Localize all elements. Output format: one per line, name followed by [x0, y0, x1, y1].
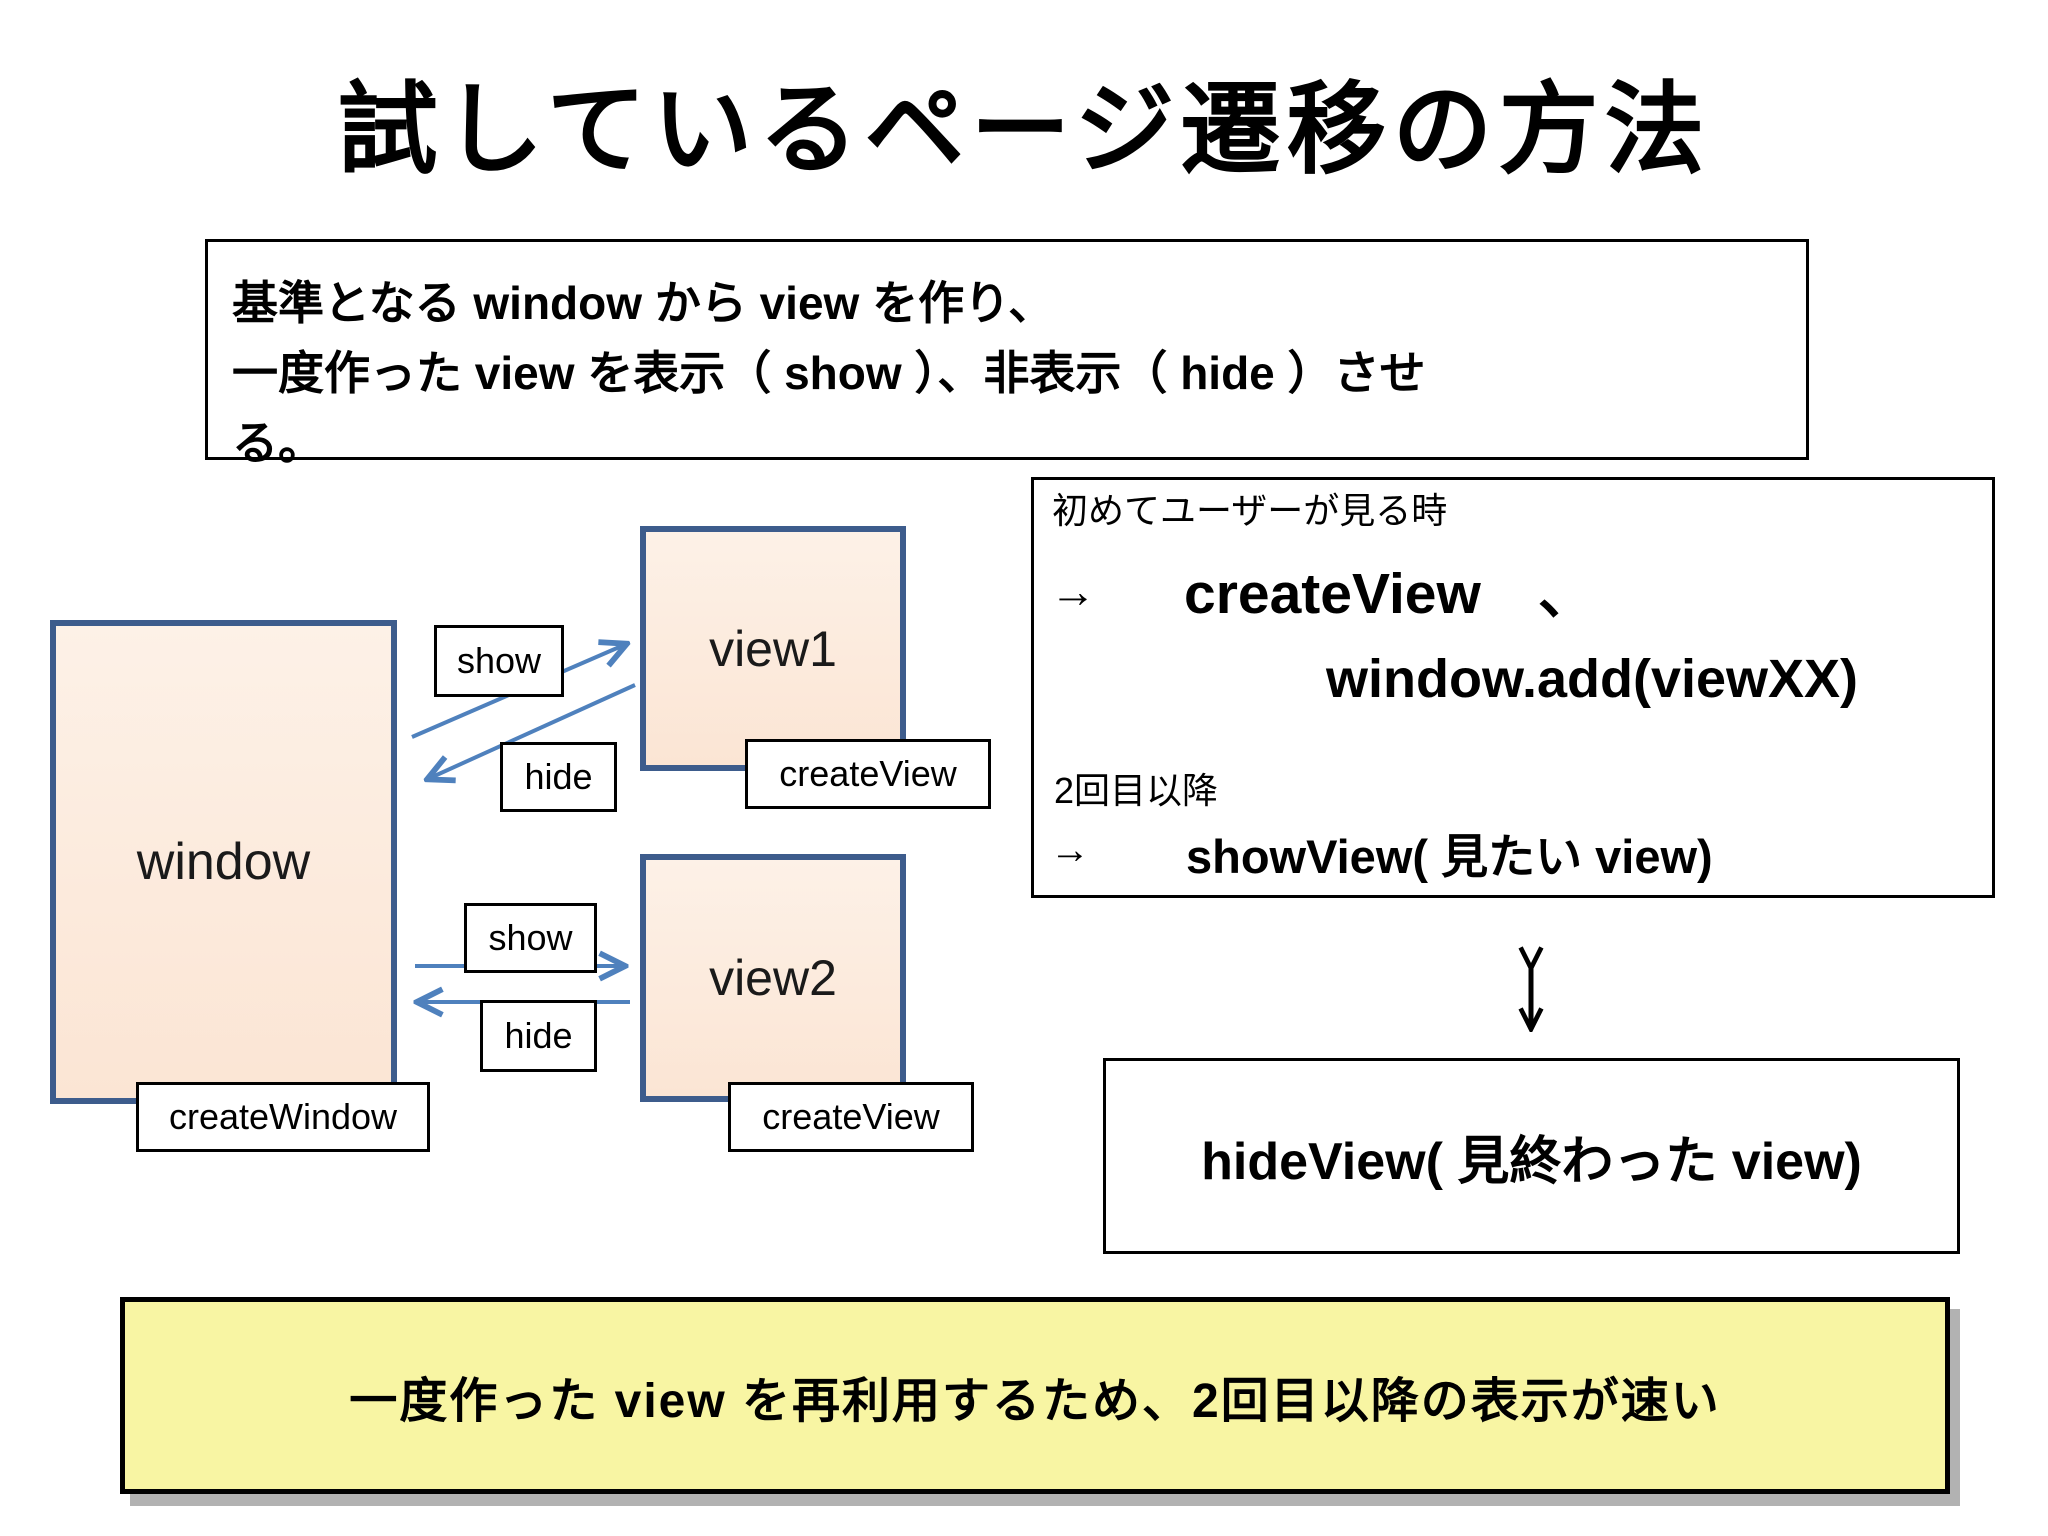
- page-title: 試しているページ遷移の方法: [337, 74, 1711, 186]
- intro-line-3: る。: [232, 417, 324, 469]
- hide-view-box: hideView( 見終わった view): [1103, 1058, 1960, 1254]
- first-view-flow-box: 初めてユーザーが見る時 → createView 、 window.add(vi…: [1031, 477, 1995, 898]
- create-view-call: createView 、: [1184, 562, 1595, 626]
- window-add-call: window.add(viewXX): [1326, 649, 1859, 709]
- create-view1-tag: createView: [745, 739, 991, 809]
- first-time-heading: 初めてユーザーが見る時: [1052, 490, 1448, 531]
- second-time-heading: 2回目以降: [1054, 770, 1219, 811]
- arrow-bullet-icon: →: [1050, 828, 1090, 872]
- intro-line-1: 基準となる window から view を作り、: [232, 277, 1055, 329]
- view2-shape: view2: [640, 854, 906, 1102]
- window-shape: window: [50, 620, 397, 1104]
- view1-shape-label: view1: [709, 620, 837, 677]
- create-view2-tag: createView: [728, 1082, 974, 1152]
- intro-line-2: 一度作った view を表示（ show ）、非表示（ hide ）させ: [232, 347, 1426, 399]
- show-label-bottom: show: [464, 903, 597, 973]
- hide-view-call: hideView( 見終わった view): [1201, 1132, 1862, 1191]
- window-shape-label: window: [136, 833, 311, 891]
- show-view-call: showView( 見たい view): [1186, 830, 1713, 883]
- intro-text-box: 基準となる window から view を作り、 一度作った view を表示…: [205, 239, 1809, 469]
- arrow-bullet-icon: →: [1050, 565, 1096, 617]
- view1-shape: view1: [640, 526, 906, 771]
- view2-shape-label: view2: [709, 950, 837, 1006]
- hide-label-top: hide: [500, 742, 617, 812]
- hide-label-bottom: hide: [480, 1000, 597, 1072]
- create-window-tag: createWindow: [136, 1082, 430, 1152]
- summary-box: 一度作った view を再利用するため、2回目以降の表示が速い: [120, 1297, 1950, 1494]
- summary-text: 一度作った view を再利用するため、2回目以降の表示が速い: [349, 1374, 1721, 1428]
- show-label-top: show: [434, 625, 564, 697]
